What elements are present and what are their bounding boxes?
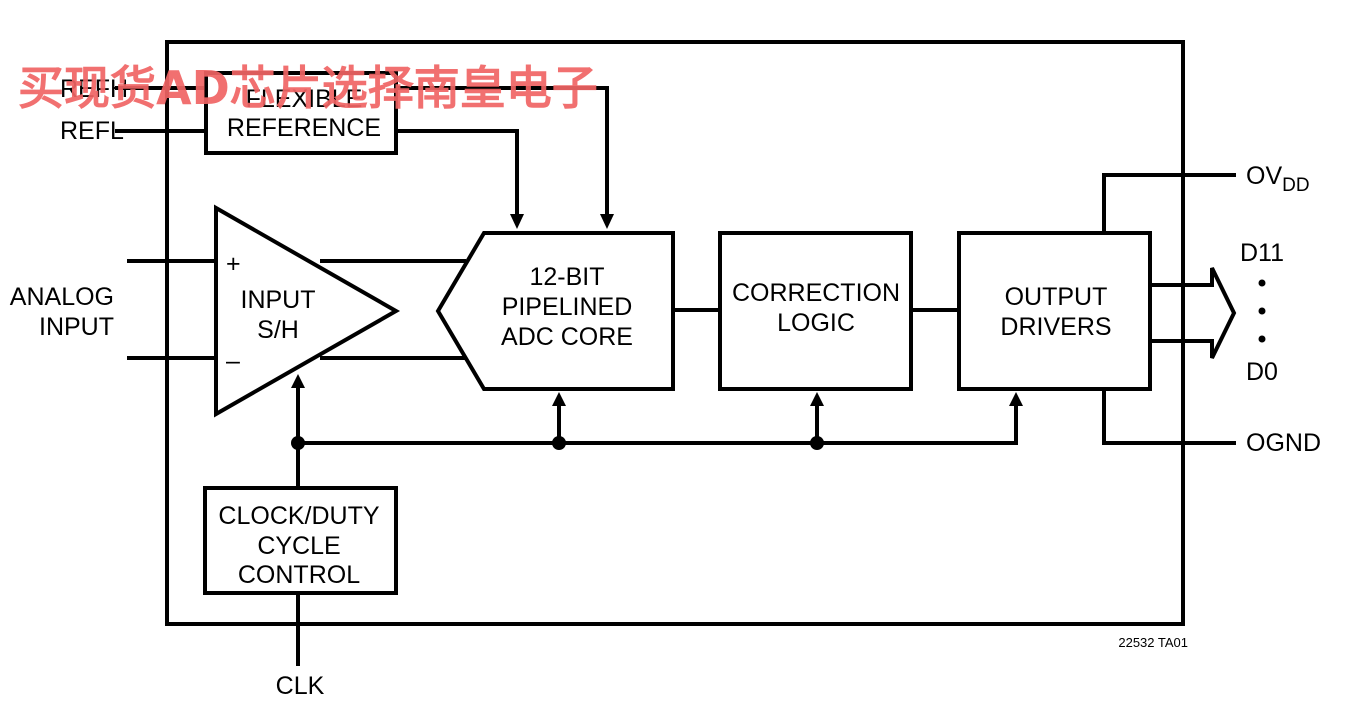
correction-logic-block [718,231,913,391]
bus-dot-2 [1258,307,1266,315]
input-sh-label-2: S/H [257,316,299,344]
analog-input-label-2: INPUT [39,313,114,341]
clock-bus-wire [298,404,1018,445]
flexible-reference-block [204,71,398,155]
output-drivers-label-2: DRIVERS [1000,313,1111,341]
figure-id: 22532 TA01 [1118,635,1188,650]
clock-duty-label-2: CYCLE [257,532,340,560]
bus-dot-3 [1258,335,1266,343]
flexible-reference-label-1: FLEXIBLE [246,85,363,113]
refl-pin-label: REFL [60,117,124,145]
clk-arrow-output [1009,392,1023,406]
adc-core-label-2: PIPELINED [502,293,633,321]
ref-arrow [510,214,524,229]
clock-duty-label-3: CONTROL [238,561,360,589]
output-drivers-block [957,231,1152,391]
d0-pin-label: D0 [1246,358,1278,386]
analog-input-label-1: ANALOG [10,283,114,311]
ognd-wire [1102,389,1236,445]
d11-pin-label: D11 [1240,239,1284,267]
junction-dot-correction [810,436,824,450]
clk-arrow-adc [552,392,566,406]
adc-core-block [435,231,675,391]
watermark-text: 买现货AD芯片选择南皇电子 [18,61,598,115]
bus-dot-1 [1258,279,1266,287]
adc-core-label-1: 12-BIT [529,263,604,291]
amp-plus-sign: + [226,250,241,278]
correction-logic-label-2: LOGIC [777,309,855,337]
input-sh-label-1: INPUT [241,286,316,314]
junction-dot-adc [552,436,566,450]
refh-arrow [600,214,614,229]
correction-logic-label-1: CORRECTION [732,279,900,307]
chip-boundary [165,40,1185,626]
ovdd-wire [1102,173,1236,233]
data-bus-arrow [1150,267,1237,359]
ovdd-pin-label: OVDD [1246,162,1310,196]
junction-dot-sh [291,436,305,450]
flexible-reference-label-2: REFERENCE [227,114,381,142]
ognd-pin-label: OGND [1246,429,1321,457]
clock-duty-label-1: CLOCK/DUTY [218,502,379,530]
amp-minus-sign: – [226,347,240,375]
ref-to-adc-wire [396,129,519,218]
output-drivers-label-1: OUTPUT [1005,283,1108,311]
input-sh-amplifier [214,204,401,418]
refh-pin-label: REFH [60,75,128,103]
clk-arrow-correction [810,392,824,406]
clk-pin-label: CLK [276,672,325,700]
clock-duty-block [203,486,398,595]
adc-core-label-3: ADC CORE [501,323,633,351]
clk-arrow-sh [291,374,305,388]
